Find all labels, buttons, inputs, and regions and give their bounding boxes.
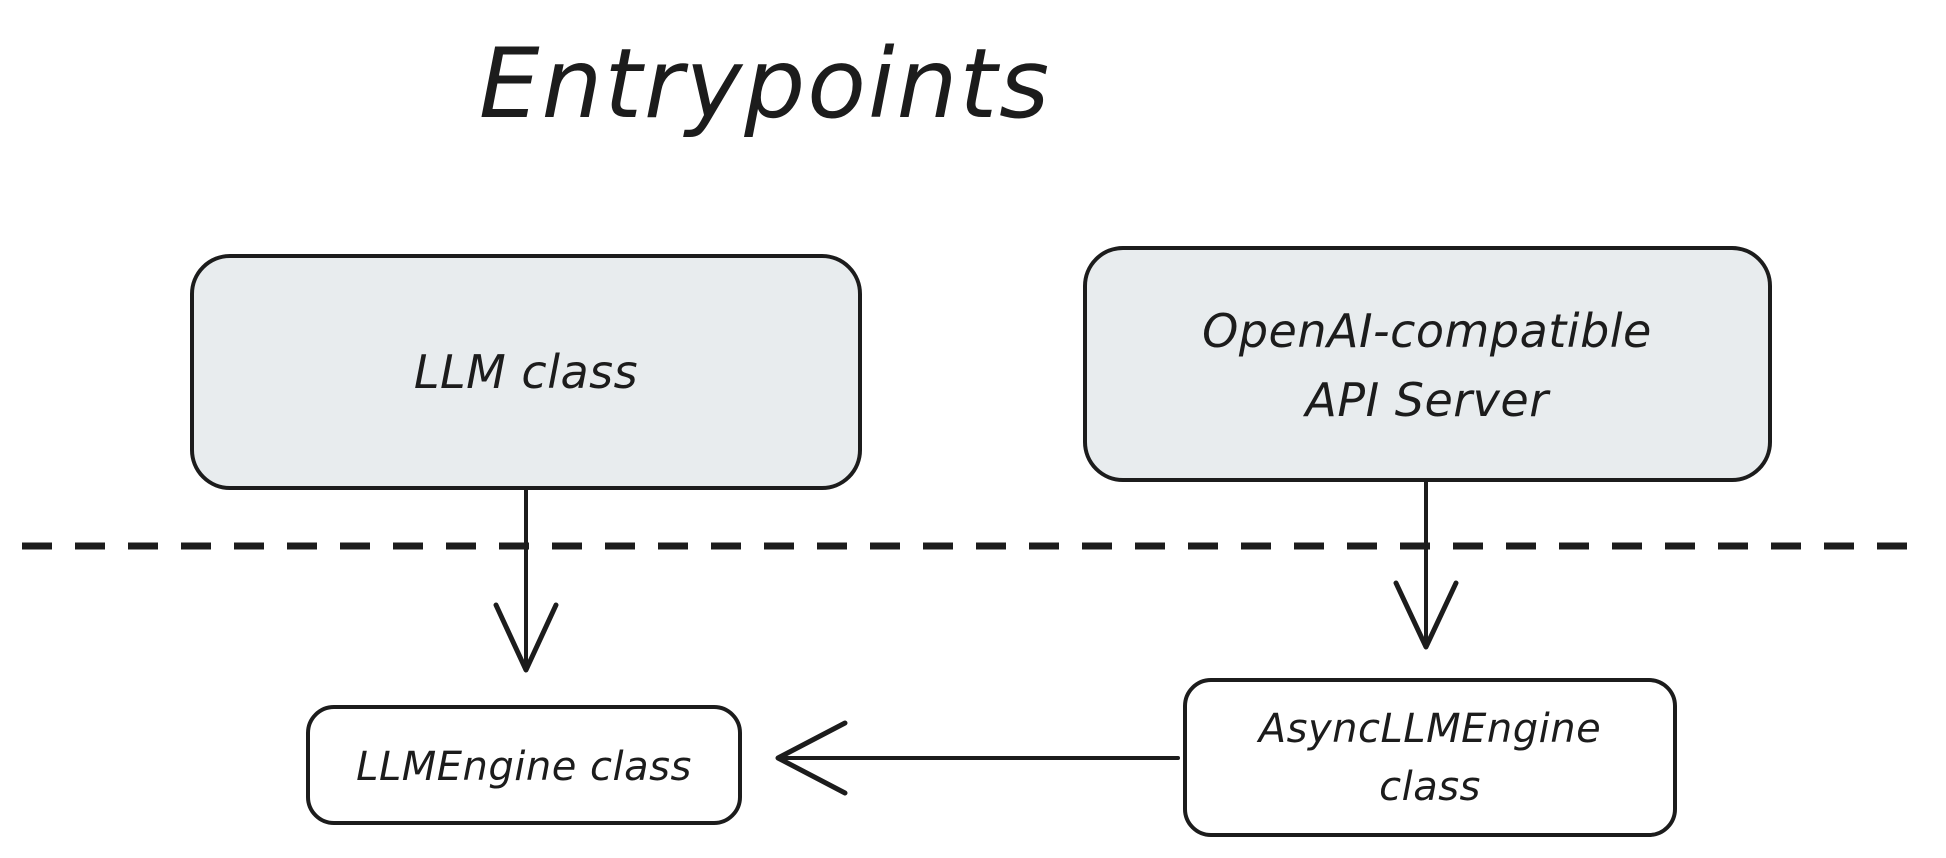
edge-llm-to-llmengine-arrowhead	[493, 602, 559, 673]
edge-apiserver-to-asyncllmengine	[1393, 480, 1459, 650]
node-openai-api-server-label-line1: OpenAI-compatible	[1202, 304, 1652, 358]
node-llmengine-class[interactable]: LLMEngine class	[306, 705, 742, 825]
node-llmengine-class-shape	[306, 705, 742, 825]
node-asyncllmengine-class-label-line2: class	[1379, 764, 1481, 810]
node-openai-api-server[interactable]: OpenAI-compatible API Server	[1083, 246, 1772, 482]
node-llm-class-label: LLM class	[414, 345, 638, 399]
edge-asyncllmengine-to-llmengine	[775, 720, 1180, 796]
edge-apiserver-to-asyncllmengine-arrowhead	[1393, 580, 1459, 650]
node-openai-api-server-label-line2: API Server	[1302, 373, 1551, 427]
node-llm-class[interactable]: LLM class	[190, 254, 862, 490]
edge-llm-to-llmengine	[493, 488, 559, 673]
node-asyncllmengine-class[interactable]: AsyncLLMEngine class	[1183, 678, 1677, 837]
page-title: Entrypoints	[479, 28, 1051, 140]
node-openai-api-server-shape	[1083, 246, 1772, 482]
node-llmengine-class-label: LLMEngine class	[356, 744, 692, 790]
node-asyncllmengine-class-label-line1: AsyncLLMEngine	[1256, 706, 1601, 752]
edge-asyncllmengine-to-llmengine-arrowhead	[775, 720, 848, 796]
node-asyncllmengine-class-shape	[1183, 678, 1677, 837]
